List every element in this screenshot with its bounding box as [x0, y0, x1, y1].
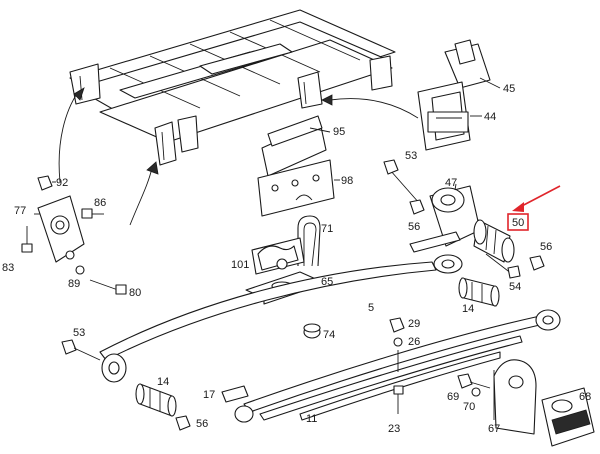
bushing-14-left[interactable] [135, 383, 177, 417]
bushing-50[interactable] [473, 219, 515, 263]
callout-17[interactable]: 17 [203, 389, 215, 401]
callout-70[interactable]: 70 [463, 401, 475, 413]
callout-53[interactable]: 53 [405, 150, 417, 162]
leaf-spring-5[interactable] [99, 254, 463, 383]
hanger-44[interactable] [417, 81, 482, 151]
callout-83[interactable]: 83 [2, 262, 14, 274]
callout-92[interactable]: 92 [56, 177, 68, 189]
callout-29[interactable]: 29 [408, 318, 420, 330]
callout-56[interactable]: 56 [540, 241, 552, 253]
bolt-83[interactable] [21, 226, 33, 253]
bushing-14-right[interactable] [458, 277, 500, 307]
callout-74[interactable]: 74 [323, 329, 335, 341]
bump-stop-74[interactable] [303, 323, 321, 339]
pad-17[interactable] [221, 385, 249, 403]
highlight-box [507, 213, 529, 231]
vehicle-frame [69, 9, 396, 166]
callout-23[interactable]: 23 [388, 423, 400, 435]
callout-26[interactable]: 26 [408, 336, 420, 348]
callout-98[interactable]: 98 [341, 175, 353, 187]
callout-95[interactable]: 95 [333, 126, 345, 138]
callout-80[interactable]: 80 [129, 287, 141, 299]
assembly-arrows [58, 87, 419, 226]
bolt-69[interactable] [457, 373, 491, 389]
nut-56-upper[interactable] [409, 199, 425, 215]
callout-67[interactable]: 67 [488, 423, 500, 435]
callout-77[interactable]: 77 [14, 205, 26, 217]
callout-56[interactable]: 56 [196, 418, 208, 430]
callout-86[interactable]: 86 [94, 197, 106, 209]
callout-54[interactable]: 54 [509, 281, 521, 293]
nut-29[interactable] [389, 317, 405, 333]
bolt-80[interactable] [89, 279, 127, 295]
callout-labels: 45 44 95 53 92 98 47 77 86 56 71 56 83 1… [2, 83, 591, 435]
bolt-23[interactable] [393, 385, 404, 414]
callout-65[interactable]: 65 [321, 276, 333, 288]
washer-26[interactable] [393, 337, 403, 347]
spring-seat-101[interactable] [251, 237, 305, 275]
shackle-47[interactable] [409, 183, 481, 253]
callout-45[interactable]: 45 [503, 83, 515, 95]
nut-92[interactable] [37, 175, 56, 191]
washer-70[interactable] [471, 387, 481, 397]
callout-68[interactable]: 68 [579, 391, 591, 403]
bolt-86[interactable] [81, 208, 104, 219]
nut-56-lower[interactable] [175, 415, 191, 431]
washer-89[interactable] [75, 265, 85, 275]
callout-11[interactable]: 11 [306, 413, 317, 425]
shackle-bracket-77[interactable] [34, 195, 85, 263]
callout-71[interactable]: 71 [321, 223, 333, 235]
nut-56-right[interactable] [529, 255, 545, 271]
callout-53[interactable]: 53 [73, 327, 85, 339]
callout-89[interactable]: 89 [68, 278, 80, 290]
callout-101[interactable]: 101 [231, 259, 249, 271]
bolt-53-upper[interactable] [383, 159, 421, 205]
bracket-45[interactable] [444, 39, 501, 89]
callout-50[interactable]: 50 [512, 217, 524, 229]
plate-95[interactable] [261, 115, 331, 177]
bracket-68[interactable] [541, 387, 595, 447]
plate-98[interactable] [257, 159, 340, 217]
bolt-54[interactable] [485, 253, 521, 279]
u-bolt-71[interactable] [297, 215, 321, 267]
callout-56[interactable]: 56 [408, 221, 420, 233]
callout-44[interactable]: 44 [484, 111, 496, 123]
callout-14[interactable]: 14 [157, 376, 169, 388]
callout-47[interactable]: 47 [445, 177, 457, 189]
bolt-53-lower[interactable] [61, 339, 101, 361]
callout-50-highlighted[interactable]: 50 [507, 213, 529, 231]
callout-5[interactable]: 5 [368, 302, 374, 314]
callout-14[interactable]: 14 [462, 303, 474, 315]
callout-69[interactable]: 69 [447, 391, 459, 403]
bump-stop-67[interactable] [493, 359, 537, 435]
highlight-arrow [512, 185, 561, 212]
